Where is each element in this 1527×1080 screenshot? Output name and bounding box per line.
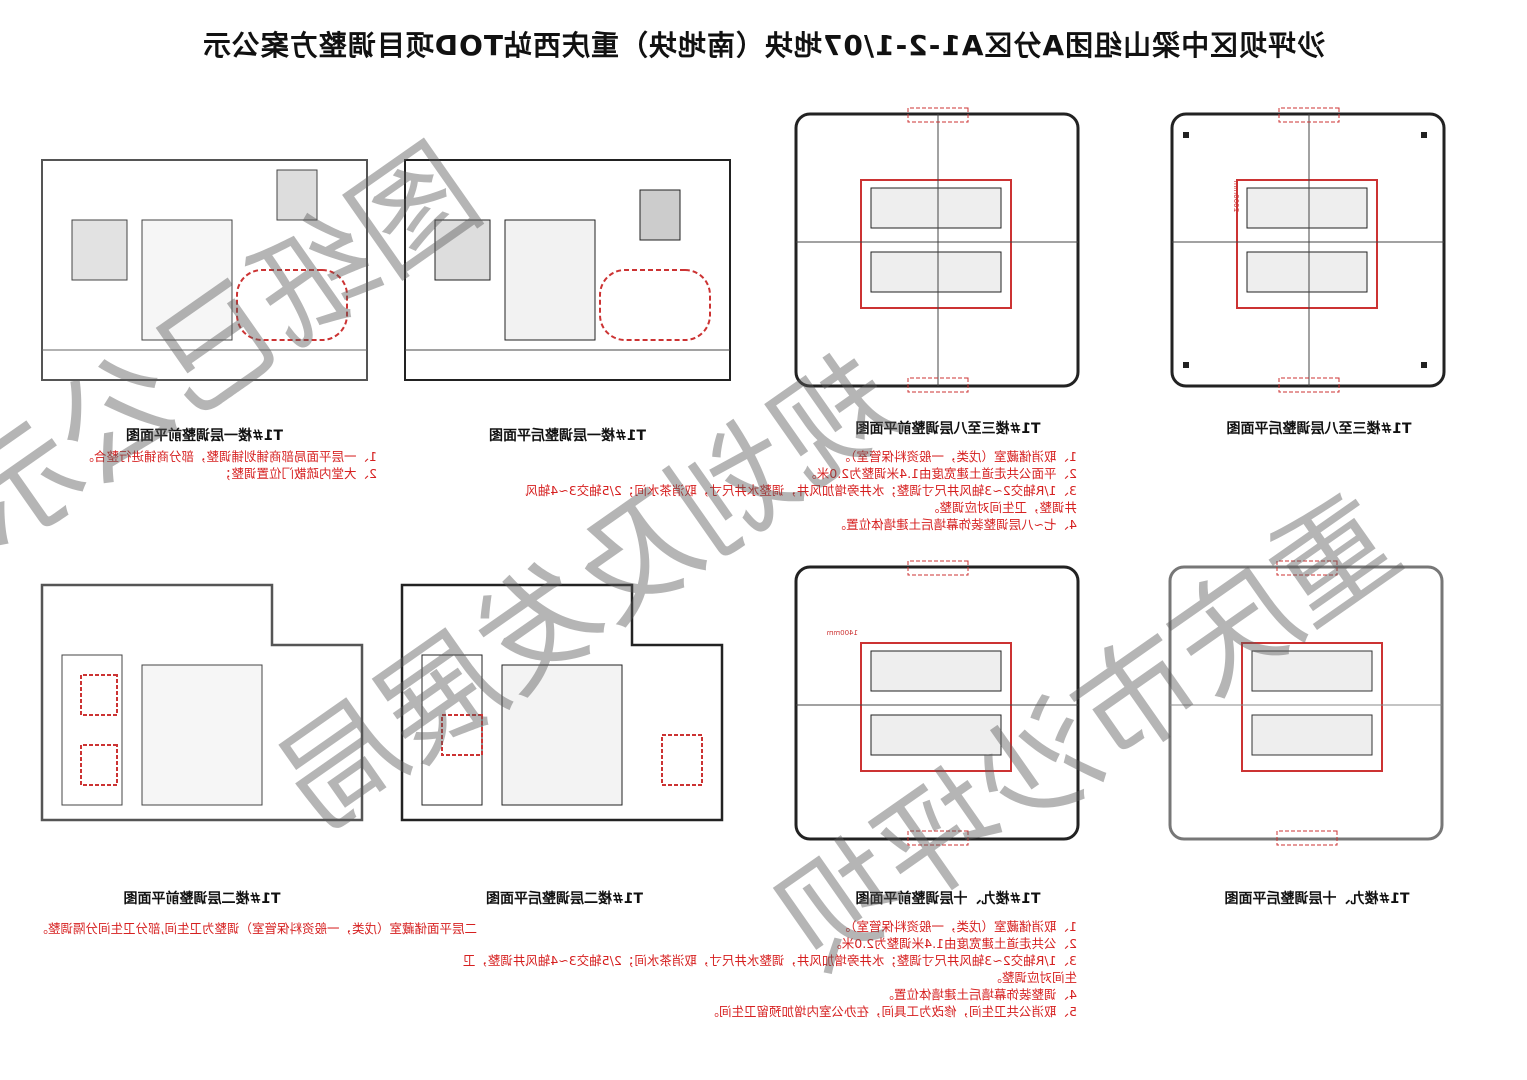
plan-t1-3to8-before (773, 92, 1123, 414)
notes-3to8: 1、取消储藏室（戊类，一般资料保管室）。 2、平面公共走道土建宽度由1.4米调整… (525, 448, 1077, 533)
plan-t1-2f-after (387, 565, 742, 840)
note-line: 2、大堂内疏散门位置调整； (219, 466, 377, 481)
page-title: 沙坪坝区中梁山组团A分区A1-2-1/07地块（南地块）重庆西站TOD项目调整方… (201, 29, 1326, 62)
note-line: 2、平面公共走道土建宽度由1.4米调整为2.0米。 (804, 466, 1077, 481)
note-line: 1、取消储藏室（戊类，一般资料保管室）。 (837, 919, 1077, 934)
note-line: 5、取消公共卫生间，修改为工具间，在办公室内增加预留卫生间。 (706, 1004, 1077, 1019)
floor-plan-drawing: 1400mm (794, 560, 1080, 846)
floor-plan-drawing: 2000mm (1170, 107, 1446, 393)
note-line: 生间对应调整。 (989, 970, 1077, 985)
plan-t1-9to10-after (1147, 545, 1487, 867)
dim-label: 2000mm (1232, 180, 1240, 212)
notes-9to10: 1、取消储藏室（戊类，一般资料保管室）。 2、公共走道土建宽度由1.4米调整为2… (463, 918, 1077, 1020)
notes-1f: 1、一层平面局部商铺划铺调整，部分商铺进行整合。 2、大堂内疏散门位置调整； (82, 448, 377, 482)
caption-p2: T1#楼三至八层调整前平面图 (855, 421, 1041, 437)
note-line: 2、公共走道土建宽度由1.4米调整为2.0米。 (829, 936, 1077, 951)
plan-t1-3to8-after: 2000mm (1149, 92, 1489, 414)
plan-t1-2f-before (27, 565, 377, 840)
note-line: 1、取消储藏室（戊类，一般资料保管室）。 (837, 449, 1077, 464)
plan-t1-1f-after (395, 150, 740, 400)
notes-2f: 二层平面储藏室（戊类，一般资料保管室）调整为卫生间,部分卫生间分隔调整。 (36, 920, 477, 937)
dim-label: 1400mm (826, 629, 858, 637)
plan-t1-1f-before (32, 150, 377, 400)
floor-plan-drawing (794, 107, 1080, 393)
caption-p8: T1#楼二层调整前平面图 (123, 891, 281, 907)
note-line: 3、1/R轴交2~3轴风井尺寸调整；水井旁增加风井，调整水井尺寸，取消茶水间；2… (462, 953, 1077, 968)
note-line: 3、1/R轴交2~3轴风井尺寸调整；水井旁增加风井，调整水井尺寸，取消茶水间；2… (525, 483, 1077, 498)
caption-p3: T1#楼一层调整后平面图 (488, 428, 647, 444)
caption-p4: T1#楼一层调整前平面图 (125, 428, 284, 444)
floor-plan-drawing (40, 583, 364, 822)
floor-plan-drawing (404, 159, 731, 381)
floor-plan-drawing (400, 583, 724, 822)
caption-p1: T1#楼三至八层调整后平面图 (1226, 421, 1412, 437)
note-line: 4、七~八层调整装饰幕墙后土建墙体位置。 (833, 517, 1077, 532)
caption-p7: T1#楼二层调整后平面图 (485, 891, 644, 907)
note-line: 4、调整装饰幕墙后土建墙体位置。 (881, 987, 1077, 1002)
note-line: 二层平面储藏室（戊类，一般资料保管室）调整为卫生间,部分卫生间分隔调整。 (35, 921, 477, 936)
floor-plan-drawing (41, 159, 368, 381)
plan-t1-9to10-before: 1400mm (773, 545, 1123, 867)
note-line: 井调整，卫生间对应调整。 (926, 500, 1077, 515)
floor-plan-drawing (1168, 560, 1444, 846)
caption-p5: T1#楼九、十层调整后平面图 (1224, 891, 1410, 907)
note-line: 1、一层平面局部商铺划铺调整，部分商铺进行整合。 (81, 449, 377, 464)
caption-p6: T1#楼九、十层调整前平面图 (855, 891, 1041, 907)
